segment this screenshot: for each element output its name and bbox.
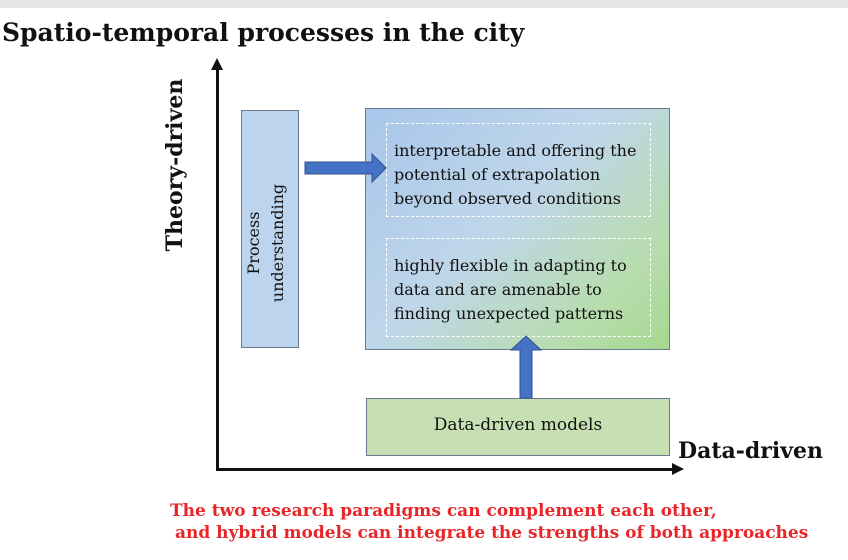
top-band	[0, 0, 848, 8]
data-driven-models-label: Data-driven models	[433, 415, 603, 435]
conclusion-line1: The two research paradigms can complemen…	[170, 501, 717, 521]
conclusion-line2: and hybrid models can integrate the stre…	[175, 523, 809, 543]
y-axis-line	[216, 66, 219, 470]
right-arrow-icon	[304, 152, 387, 184]
theory-strengths-text: interpretable and offering the potential…	[394, 141, 637, 208]
hybrid-models-box	[365, 108, 670, 350]
up-arrow-icon	[509, 335, 543, 399]
theory-strengths-frame	[386, 123, 651, 217]
process-understanding-box	[241, 110, 299, 348]
x-axis-arrowhead	[672, 463, 684, 475]
data-strengths-text: highly flexible in adapting to data and …	[394, 256, 627, 323]
conclusion-note: The two research paradigms can complemen…	[160, 500, 840, 544]
data-driven-models-box	[366, 398, 670, 456]
data-strengths-frame	[386, 238, 651, 337]
x-axis-label: Data-driven	[678, 438, 823, 464]
y-axis-arrowhead	[211, 58, 223, 70]
page-title: Spatio-temporal processes in the city	[2, 18, 525, 47]
x-axis-line	[216, 468, 676, 471]
